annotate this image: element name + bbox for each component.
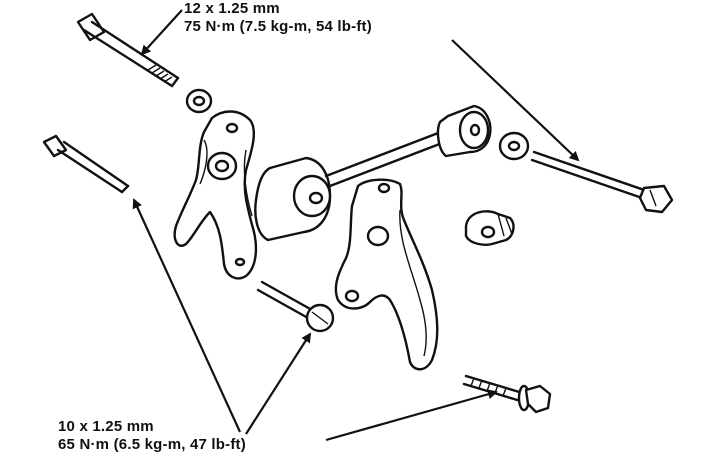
bottom-torque-callout: 10 x 1.25 mm 65 N·m (6.5 kg-m, 47 lb-ft) [58,418,246,454]
upper-left-bolt [76,12,180,88]
bottom-bolt-size: 10 x 1.25 mm [58,418,154,435]
arrow-bottom-to-middle-bolt [245,332,312,435]
bushing [254,156,332,242]
middle-short-bolt [256,280,335,333]
left-long-bolt [42,134,130,194]
right-long-bolt [530,150,674,214]
upper-washer [185,88,213,114]
small-clip [464,210,515,246]
rod [324,128,452,188]
arrow-bottom-to-left-bolt [132,198,242,433]
arrow-bottom-to-flange-bolt [325,389,498,442]
rod-end-bushing [436,104,492,158]
right-washer [498,131,530,161]
leader-arrows [132,9,580,442]
bottom-bolt-torque: 65 N·m (6.5 kg-m, 47 lb-ft) [58,436,246,453]
arrow-top-to-right-bolt [451,39,580,162]
right-bracket [334,178,439,371]
left-bracket [173,110,258,280]
arrow-top-to-upper-bolt [140,9,183,56]
top-bolt-size: 12 x 1.25 mm [184,0,280,17]
lower-flange-bolt [462,374,552,414]
top-torque-callout: 12 x 1.25 mm 75 N·m (7.5 kg-m, 54 lb-ft) [184,0,372,36]
top-bolt-torque: 75 N·m (7.5 kg-m, 54 lb-ft) [184,18,372,35]
